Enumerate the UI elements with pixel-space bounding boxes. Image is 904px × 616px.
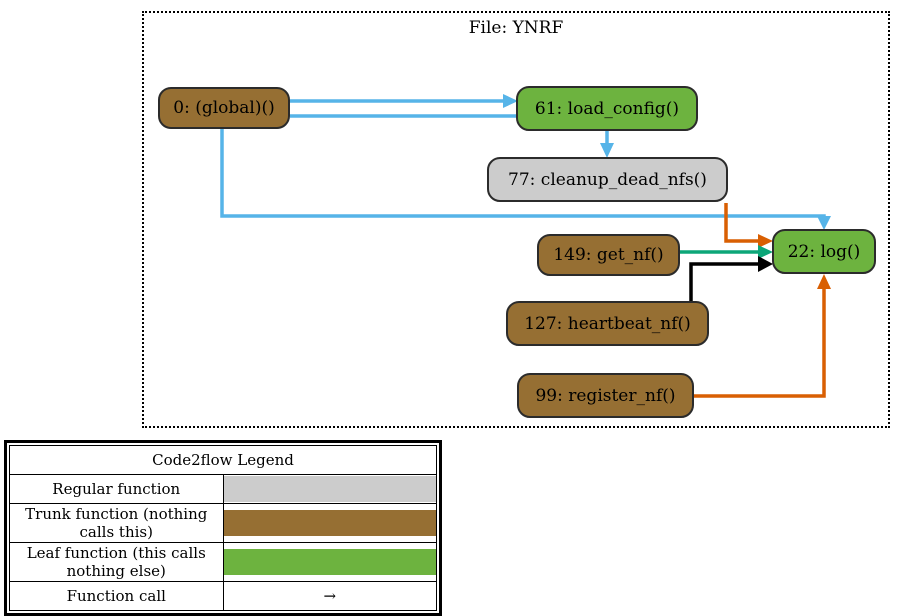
- legend-label-leaf: Leaf function (this calls nothing else): [9, 542, 224, 582]
- legend-swatch-regular: [223, 476, 436, 502]
- legend-swatch-trunk-cell: [222, 503, 437, 543]
- legend-swatch-leaf: [223, 549, 436, 575]
- node-log[interactable]: 22: log(): [772, 229, 876, 274]
- legend-label-trunk: Trunk function (nothing calls this): [9, 503, 224, 543]
- arrow-right-icon: →: [222, 581, 437, 611]
- legend-row-trunk: Trunk function (nothing calls this): [9, 503, 437, 543]
- legend-label-call: Function call: [9, 581, 224, 611]
- legend-swatch-regular-cell: [222, 474, 437, 504]
- node-global[interactable]: 0: (global)(): [158, 87, 290, 129]
- cluster-title: File: YNRF: [468, 18, 564, 38]
- legend-title-row: Code2flow Legend: [9, 445, 437, 475]
- legend-title: Code2flow Legend: [9, 445, 437, 475]
- node-load-config[interactable]: 61: load_config(): [516, 86, 698, 131]
- legend-row-regular: Regular function: [9, 474, 437, 504]
- node-register-nf[interactable]: 99: register_nf(): [517, 373, 694, 418]
- legend-swatch-trunk: [223, 510, 436, 536]
- file-cluster-box: [142, 11, 890, 428]
- legend-panel: Code2flow Legend Regular function Trunk …: [4, 440, 442, 616]
- legend-swatch-leaf-cell: [222, 542, 437, 582]
- diagram-canvas: File: YNRF: [4, 11, 890, 616]
- node-cleanup-dead-nfs[interactable]: 77: cleanup_dead_nfs(): [487, 157, 728, 202]
- node-heartbeat-nf[interactable]: 127: heartbeat_nf(): [506, 301, 709, 346]
- legend-row-leaf: Leaf function (this calls nothing else): [9, 542, 437, 582]
- legend-row-call: Function call →: [9, 581, 437, 611]
- node-get-nf[interactable]: 149: get_nf(): [537, 234, 680, 276]
- legend-label-regular: Regular function: [9, 474, 224, 504]
- legend-table: Code2flow Legend Regular function Trunk …: [9, 445, 437, 611]
